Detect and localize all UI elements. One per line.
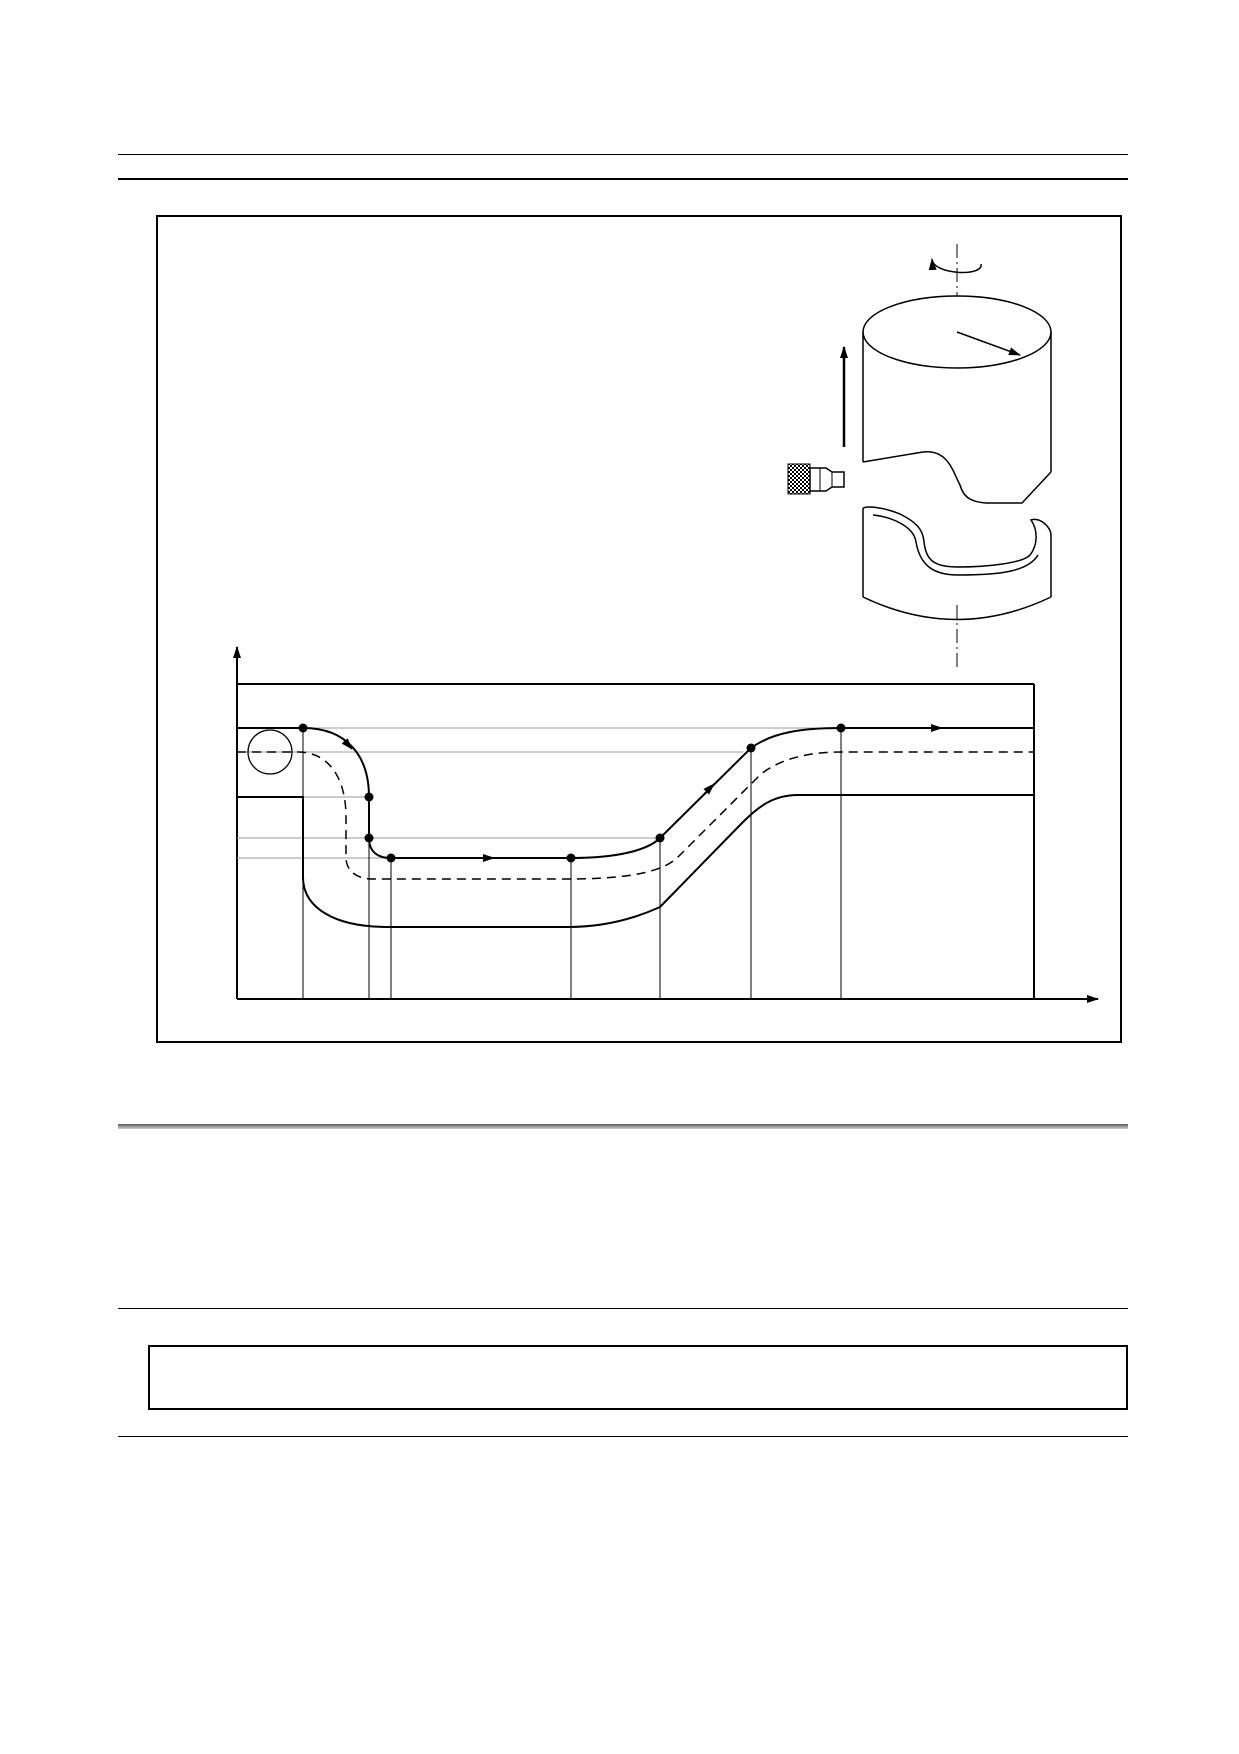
center-path-dashed (237, 751, 1034, 880)
rotation-arrow-icon (928, 258, 982, 274)
path-point-6 (655, 833, 665, 843)
cutting-tool-icon (787, 463, 845, 495)
path-point-8 (836, 723, 846, 733)
cut-profile (862, 451, 1052, 504)
path-point-3 (364, 833, 374, 843)
cutter-circle (247, 729, 293, 775)
path-point-7 (746, 743, 756, 753)
lower-cylinder-bottom (862, 596, 1052, 621)
workpiece-profile (237, 794, 1034, 928)
radius-arrow (956, 331, 1021, 356)
path-point-1 (298, 723, 308, 733)
direction-arrow-3 (703, 783, 715, 795)
guide-lines-vertical (302, 728, 842, 999)
note-rule-top (118, 1308, 1128, 1309)
header-rule-top (118, 154, 1128, 155)
lower-cylinder-upper-edge (862, 506, 1052, 568)
note-box (148, 1345, 1128, 1410)
direction-arrow-1 (341, 738, 353, 750)
path-point-5 (566, 853, 576, 863)
figure-frame (156, 215, 1122, 1043)
section-divider (118, 1124, 1128, 1129)
path-point-2 (364, 792, 374, 802)
guide-lines-horizontal (237, 727, 835, 859)
note-rule-bottom (118, 1436, 1128, 1437)
figure-drawing (233, 244, 1099, 1003)
workpiece-sketch (787, 244, 1052, 667)
header-rule-bottom (118, 178, 1128, 180)
direction-arrows (341, 724, 943, 862)
lower-cylinder-inner-edge (872, 514, 1039, 576)
path-points (298, 723, 846, 863)
path-point-4 (386, 853, 396, 863)
section-chart (233, 646, 1099, 1003)
